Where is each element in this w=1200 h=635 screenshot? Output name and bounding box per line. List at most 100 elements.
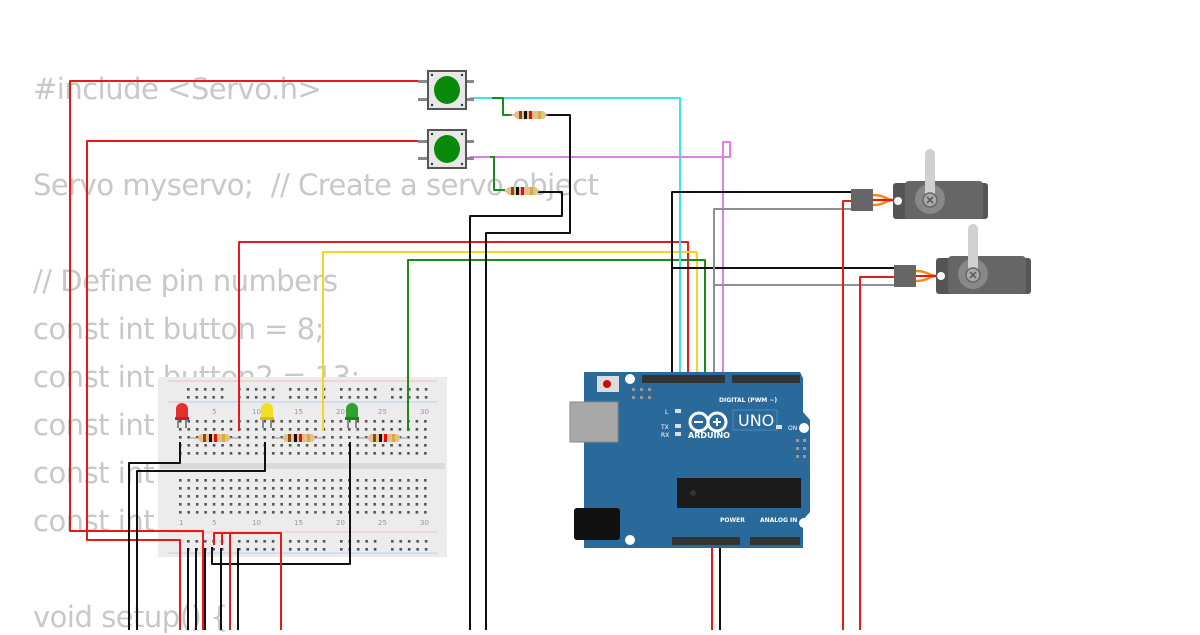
breadboard-hole[interactable] bbox=[424, 503, 427, 506]
breadboard-hole[interactable] bbox=[271, 452, 275, 455]
breadboard-hole[interactable] bbox=[391, 540, 394, 543]
breadboard-hole[interactable] bbox=[381, 503, 385, 506]
breadboard-hole[interactable] bbox=[381, 479, 385, 482]
breadboard-hole[interactable] bbox=[289, 396, 292, 399]
breadboard-hole[interactable] bbox=[424, 396, 428, 399]
wire-black-gnd-servo1[interactable] bbox=[671, 191, 852, 378]
breadboard-hole[interactable] bbox=[339, 452, 343, 455]
breadboard-hole[interactable] bbox=[229, 495, 233, 498]
resistor-yellow-led[interactable] bbox=[274, 434, 323, 442]
breadboard-hole[interactable] bbox=[416, 388, 419, 391]
breadboard-hole[interactable] bbox=[195, 388, 199, 391]
breadboard-hole[interactable] bbox=[373, 487, 376, 490]
breadboard-hole[interactable] bbox=[288, 428, 292, 431]
breadboard-hole[interactable] bbox=[212, 444, 216, 447]
breadboard-hole[interactable] bbox=[204, 420, 207, 423]
breadboard-hole[interactable] bbox=[195, 503, 199, 506]
breadboard-hole[interactable] bbox=[238, 495, 241, 498]
breadboard-hole[interactable] bbox=[305, 479, 309, 482]
breadboard-hole[interactable] bbox=[339, 444, 343, 447]
breadboard-hole[interactable] bbox=[255, 428, 258, 431]
breadboard-hole[interactable] bbox=[246, 540, 250, 543]
breadboard-hole[interactable] bbox=[246, 428, 250, 431]
breadboard-hole[interactable] bbox=[364, 487, 368, 490]
breadboard-hole[interactable] bbox=[305, 444, 309, 447]
breadboard-hole[interactable] bbox=[314, 548, 317, 551]
breadboard-hole[interactable] bbox=[204, 503, 207, 506]
breadboard-hole[interactable] bbox=[271, 487, 275, 490]
breadboard-hole[interactable] bbox=[373, 548, 377, 551]
breadboard-hole[interactable] bbox=[254, 540, 258, 543]
breadboard-hole[interactable] bbox=[179, 436, 182, 439]
breadboard-hole[interactable] bbox=[390, 511, 393, 514]
breadboard-hole[interactable] bbox=[398, 495, 402, 498]
breadboard-hole[interactable] bbox=[204, 487, 207, 490]
breadboard-hole[interactable] bbox=[322, 511, 326, 514]
breadboard-hole[interactable] bbox=[415, 444, 419, 447]
breadboard-hole[interactable] bbox=[407, 396, 411, 399]
breadboard-hole[interactable] bbox=[246, 452, 250, 455]
breadboard-hole[interactable] bbox=[221, 495, 224, 498]
breadboard-hole[interactable] bbox=[263, 495, 267, 498]
breadboard-hole[interactable] bbox=[246, 487, 250, 490]
resistor-green-led[interactable] bbox=[359, 434, 408, 442]
breadboard-hole[interactable] bbox=[314, 436, 317, 439]
breadboard-hole[interactable] bbox=[204, 428, 207, 431]
breadboard-hole[interactable] bbox=[381, 444, 385, 447]
breadboard-hole[interactable] bbox=[297, 479, 300, 482]
breadboard-hole[interactable] bbox=[340, 540, 343, 543]
breadboard-hole[interactable] bbox=[297, 511, 300, 514]
breadboard-hole[interactable] bbox=[280, 495, 283, 498]
breadboard-hole[interactable] bbox=[398, 428, 402, 431]
wire-cyan-button1-pin13[interactable] bbox=[470, 97, 681, 378]
breadboard-hole[interactable] bbox=[238, 479, 241, 482]
breadboard-hole[interactable] bbox=[187, 396, 190, 399]
breadboard-hole[interactable] bbox=[238, 487, 241, 490]
breadboard-hole[interactable] bbox=[221, 479, 224, 482]
breadboard-hole[interactable] bbox=[364, 444, 368, 447]
wire-yellow-led-pin11[interactable] bbox=[322, 251, 698, 431]
breadboard-hole[interactable] bbox=[229, 444, 233, 447]
breadboard-hole[interactable] bbox=[246, 388, 250, 391]
breadboard-hole[interactable] bbox=[356, 420, 360, 423]
breadboard-hole[interactable] bbox=[187, 540, 190, 543]
breadboard-hole[interactable] bbox=[246, 479, 250, 482]
breadboard-hole[interactable] bbox=[179, 495, 182, 498]
breadboard-hole[interactable] bbox=[246, 511, 250, 514]
breadboard-hole[interactable] bbox=[373, 511, 376, 514]
breadboard-hole[interactable] bbox=[415, 452, 419, 455]
breadboard-hole[interactable] bbox=[356, 540, 360, 543]
breadboard-hole[interactable] bbox=[280, 420, 283, 423]
breadboard-hole[interactable] bbox=[390, 420, 393, 423]
breadboard-hole[interactable] bbox=[195, 495, 199, 498]
breadboard-hole[interactable] bbox=[305, 487, 309, 490]
yellow-led[interactable] bbox=[260, 403, 274, 428]
breadboard-hole[interactable] bbox=[314, 452, 317, 455]
breadboard-hole[interactable] bbox=[339, 503, 343, 506]
breadboard-hole[interactable] bbox=[280, 428, 283, 431]
breadboard-hole[interactable] bbox=[255, 436, 258, 439]
breadboard-hole[interactable] bbox=[364, 436, 368, 439]
breadboard-hole[interactable] bbox=[399, 548, 403, 551]
breadboard-hole[interactable] bbox=[407, 487, 410, 490]
breadboard-hole[interactable] bbox=[356, 487, 360, 490]
wire-gray-pin9-servo1[interactable] bbox=[713, 208, 852, 378]
breadboard-hole[interactable] bbox=[339, 436, 343, 439]
breadboard-hole[interactable] bbox=[288, 420, 292, 423]
resistor-button2[interactable] bbox=[503, 187, 540, 195]
breadboard-hole[interactable] bbox=[416, 396, 419, 399]
breadboard-hole[interactable] bbox=[322, 452, 326, 455]
breadboard-hole[interactable] bbox=[229, 487, 233, 490]
arduino-uno[interactable]: UNO ARDUINO DIGITAL (PWM ~) ON L TX RX P… bbox=[569, 372, 810, 548]
breadboard-hole[interactable] bbox=[255, 511, 258, 514]
breadboard-hole[interactable] bbox=[356, 388, 360, 391]
breadboard-hole[interactable] bbox=[348, 388, 352, 391]
breadboard-hole[interactable] bbox=[305, 420, 309, 423]
breadboard-hole[interactable] bbox=[263, 420, 267, 423]
breadboard-hole[interactable] bbox=[271, 479, 275, 482]
breadboard-hole[interactable] bbox=[407, 548, 411, 551]
breadboard-hole[interactable] bbox=[364, 511, 368, 514]
breadboard-hole[interactable] bbox=[254, 396, 258, 399]
breadboard-hole[interactable] bbox=[220, 396, 224, 399]
breadboard-hole[interactable] bbox=[381, 452, 385, 455]
